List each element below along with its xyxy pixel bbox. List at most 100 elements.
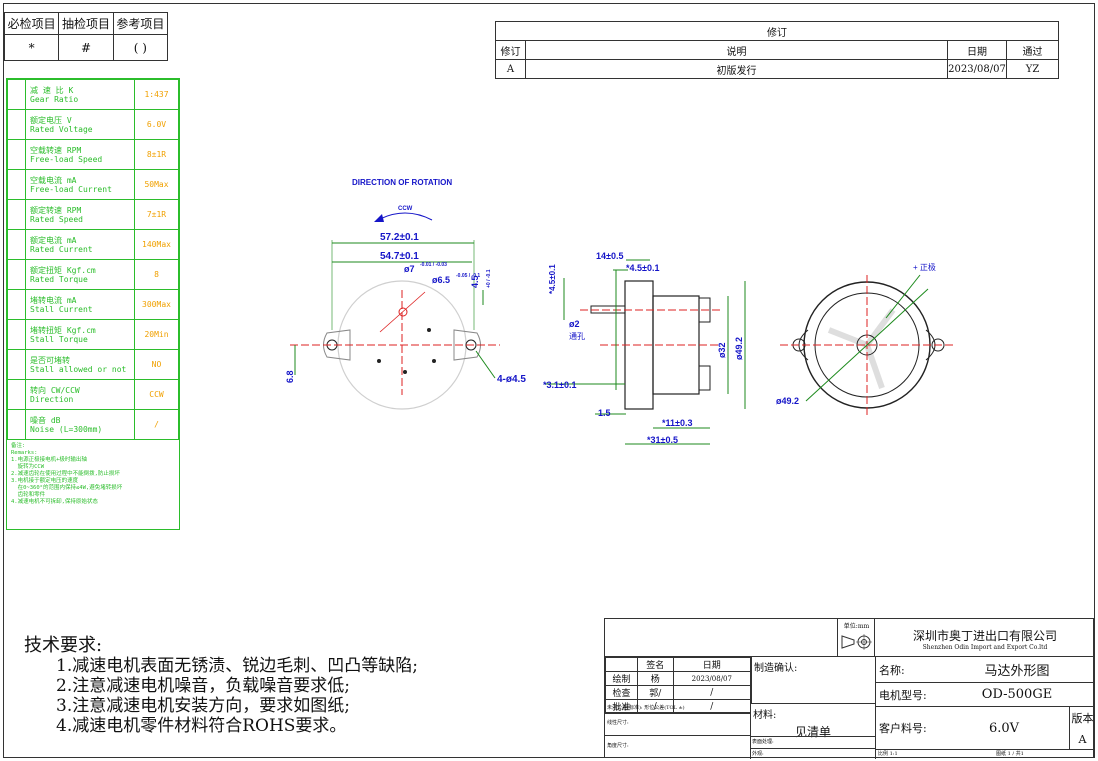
spec-label-cn: 减 速 比 K [30, 85, 74, 95]
side-dim-9: *11±0.3 [662, 418, 692, 428]
spec-value: 300Max [134, 289, 179, 320]
unit-label: 单位:mm [843, 623, 870, 630]
spec-label-en: Rated Speed [30, 214, 83, 224]
sheet-label: 图纸 1 / 共1 [996, 751, 1024, 757]
draw-sign: 杨 [637, 671, 674, 686]
spec-label-cn: 空载转速 RPM [30, 145, 82, 155]
spec-value: NO [134, 349, 179, 380]
spec-note-line: 2.减速齿轮在使用过程中不能倒拨,防止损坏 [11, 471, 120, 477]
back-dim-1: ø49.2 [776, 396, 799, 406]
spec-label-cn: 是否可堵转 [30, 355, 70, 365]
spec-label-en: Direction [30, 394, 74, 404]
spec-label-en: Gear Ratio [30, 94, 79, 104]
front-dim-3b-tol: -0.05 / -0.1 [456, 273, 480, 279]
side-dim-10: *31±0.5 [647, 435, 678, 445]
spec-note-line: 在0~360°的范围内保持≤4W,避免堵转损坏 [11, 485, 123, 491]
check-label: 检查 [605, 685, 638, 700]
revision-approve: YZ [1006, 59, 1059, 79]
side-dim-8: 1.5 [598, 408, 611, 418]
model-value: OD-500GE [981, 687, 1053, 702]
spec-label-cn: 额定电压 V [30, 115, 72, 125]
spec-label-en: Rated Torque [30, 274, 88, 284]
drawing-frame [3, 3, 1095, 758]
spec-label-en: Free-load Current [30, 184, 112, 194]
spec-note-line: 齿轮和零件 [11, 492, 46, 498]
spec-value: 8 [134, 259, 179, 290]
inspection-symbol-reference: ( ) [112, 34, 169, 61]
check-sign: 郭/ [637, 685, 674, 700]
spec-value: 1:437 [134, 79, 179, 110]
front-dim-3b: ø6.5 [432, 275, 450, 285]
side-dim-4: ø2 [569, 319, 580, 329]
part-label: 客户料号: [879, 722, 927, 735]
draw-label: 绘制 [605, 671, 638, 686]
rotation-arrow [374, 214, 384, 222]
tol-label: 未注公差(标准): [607, 705, 643, 711]
title-block: 单位:mm 深圳市奥丁进出口有限公司 Shenzhen Odin Import … [604, 618, 1095, 759]
spec-note-line: 1.电源正极接电机+极时输出轴 [11, 457, 87, 463]
spec-value: 20Min [134, 319, 179, 350]
angle-label: 角度尺寸: [607, 743, 629, 749]
back-label: + 正极 [913, 262, 936, 272]
side-dim-3: *4.5±0.1 [626, 263, 659, 273]
inspection-header-reference: 参考项目 [112, 12, 169, 35]
spec-label-en: Noise (L=300mm) [30, 424, 103, 434]
mfr-confirm: 制造确认: [754, 663, 798, 674]
side-dim-6: ø49.2 [734, 337, 744, 360]
spec-label-en: Stall allowed or not [30, 364, 127, 374]
rotation-arc [377, 212, 433, 221]
technical-requirements: 技术要求: 1.减速电机表面无锈渍、锐边毛刺、凹凸等缺陷;2.注意减速电机噪音，… [24, 635, 584, 737]
spec-label-cn: 额定电流 mA [30, 235, 77, 245]
spec-value: 140Max [134, 229, 179, 260]
outline-label: 外观: [751, 748, 875, 758]
spec-label-en: Stall Current [30, 304, 93, 314]
front-dim-2: 54.7±0.1 [380, 251, 419, 262]
rotation-title: DIRECTION OF ROTATION [352, 178, 452, 187]
draw-date: 2023/08/07 [672, 671, 752, 686]
back-view [780, 274, 955, 415]
spec-label-cn: 空载电流 mA [30, 175, 77, 185]
material-value: 见清单 [794, 725, 831, 739]
requirement-item: 1.减速电机表面无锈渍、锐边毛刺、凹凸等缺陷; [56, 656, 418, 676]
side-dim-5: ø32 [717, 342, 727, 358]
front-dim-4-tol: +0 / -0.1 [486, 269, 492, 288]
requirement-item: 4.减速电机零件材料符合ROHS要求。 [56, 716, 347, 736]
version-value: A [1078, 732, 1087, 746]
spec-label-cn: 噪音 dB [30, 415, 61, 425]
company-cn: 深圳市奥丁进出口有限公司 [912, 629, 1057, 643]
front-dim-3a-tol: -0.01 / -0.03 [420, 262, 447, 268]
requirement-item: 3.注意减速电机安装方向，要求如图纸; [56, 696, 350, 716]
side-dim-4-note: 通孔 [569, 331, 585, 341]
linear-label: 线性尺寸: [605, 713, 750, 736]
front-view [290, 240, 500, 410]
date-header: 日期 [672, 657, 752, 672]
spec-label-cn: 堵转电流 mA [30, 295, 77, 305]
requirement-item: 2.注意减速电机噪音，负载噪音要求低; [56, 676, 350, 696]
requirements-title: 技术要求: [24, 635, 103, 656]
spec-label-cn: 转向 CW/CCW [30, 385, 80, 395]
front-dim-1: 57.2±0.1 [380, 232, 419, 243]
side-dim-2: *4.5±0.1 [548, 264, 557, 294]
name-label: 名称: [879, 663, 905, 677]
revision-desc: 初版发行 [525, 59, 948, 79]
front-dim-5: 6.8 [285, 370, 295, 383]
front-dim-6: 4-ø4.5 [497, 374, 526, 385]
part-value: 6.0V [988, 720, 1020, 736]
scale-label: 比例 1:1 [878, 751, 898, 757]
spec-label-cn: 堵转扭矩 Kgf.cm [30, 325, 96, 335]
name-value: 马达外形图 [984, 664, 1050, 679]
